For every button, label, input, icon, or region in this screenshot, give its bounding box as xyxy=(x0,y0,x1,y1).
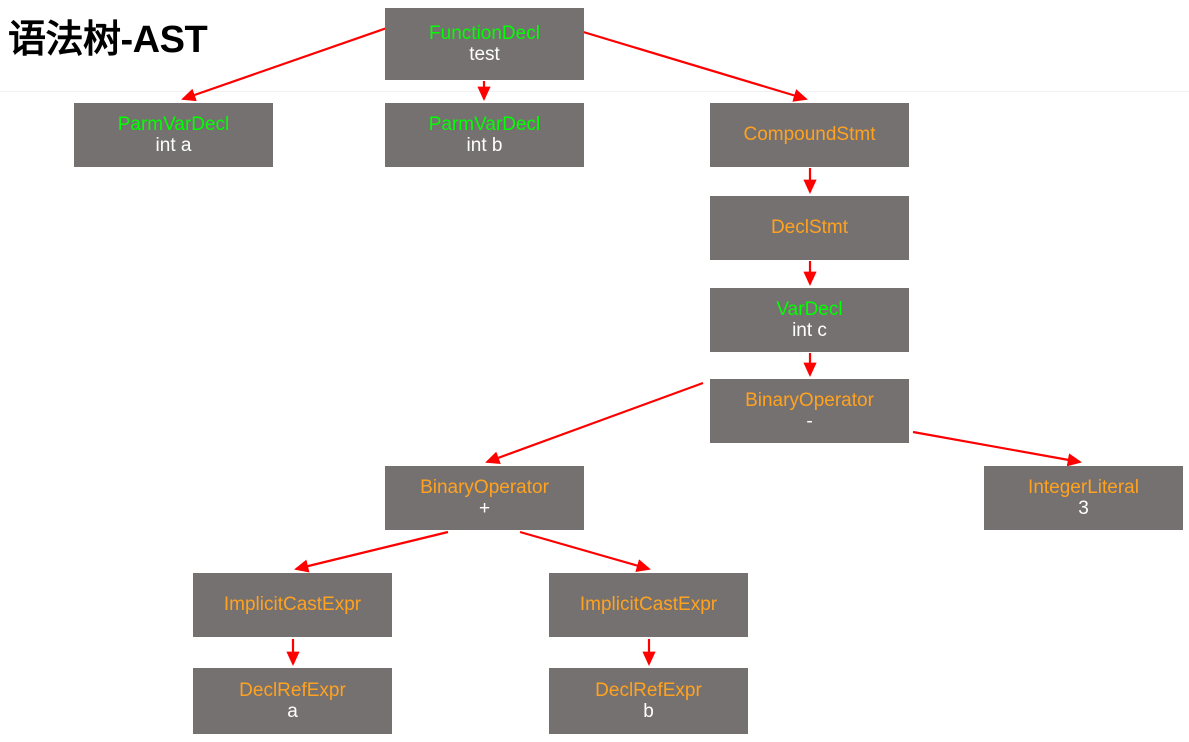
ast-node-kind: DeclStmt xyxy=(770,217,849,239)
ast-node-value: int b xyxy=(466,135,503,156)
ast-node-kind: ParmVarDecl xyxy=(117,113,230,135)
ast-node-value: int c xyxy=(792,320,827,341)
ast-node-kind: ImplicitCastExpr xyxy=(223,594,362,616)
ast-node-kind: IntegerLiteral xyxy=(1028,476,1139,498)
ast-node: DeclStmt xyxy=(710,196,909,260)
ast-node-value: 3 xyxy=(1078,498,1089,519)
ast-node: ImplicitCastExpr xyxy=(193,573,392,637)
page-title: 语法树-AST xyxy=(8,19,208,61)
header-divider xyxy=(0,91,1189,92)
ast-node-kind: FunctionDecl xyxy=(429,22,540,44)
ast-edge xyxy=(181,20,405,102)
ast-edge xyxy=(912,430,1082,467)
ast-node-kind: VarDecl xyxy=(776,298,843,320)
ast-node-kind: BinaryOperator xyxy=(745,389,874,411)
ast-edge xyxy=(294,530,449,573)
ast-node-kind: ImplicitCastExpr xyxy=(579,594,718,616)
ast-node-kind: DeclRefExpr xyxy=(595,679,702,701)
ast-node-kind: DeclRefExpr xyxy=(239,679,346,701)
ast-edge xyxy=(519,530,651,572)
ast-node: CompoundStmt xyxy=(710,103,909,167)
ast-node-kind: BinaryOperator xyxy=(420,476,549,498)
ast-edge xyxy=(569,26,808,102)
ast-node: ImplicitCastExpr xyxy=(549,573,748,637)
ast-node-kind: CompoundStmt xyxy=(743,124,876,146)
ast-node-kind: ParmVarDecl xyxy=(428,113,541,135)
ast-node-value: test xyxy=(469,44,500,65)
ast-edge xyxy=(485,381,704,464)
ast-node-value: + xyxy=(478,498,491,519)
ast-node: BinaryOperator- xyxy=(710,379,909,443)
ast-node-value: b xyxy=(643,701,654,722)
ast-node-value: int a xyxy=(155,135,192,156)
ast-node-value: - xyxy=(806,411,813,432)
ast-node-value: a xyxy=(287,701,298,722)
ast-node: BinaryOperator+ xyxy=(385,466,584,530)
